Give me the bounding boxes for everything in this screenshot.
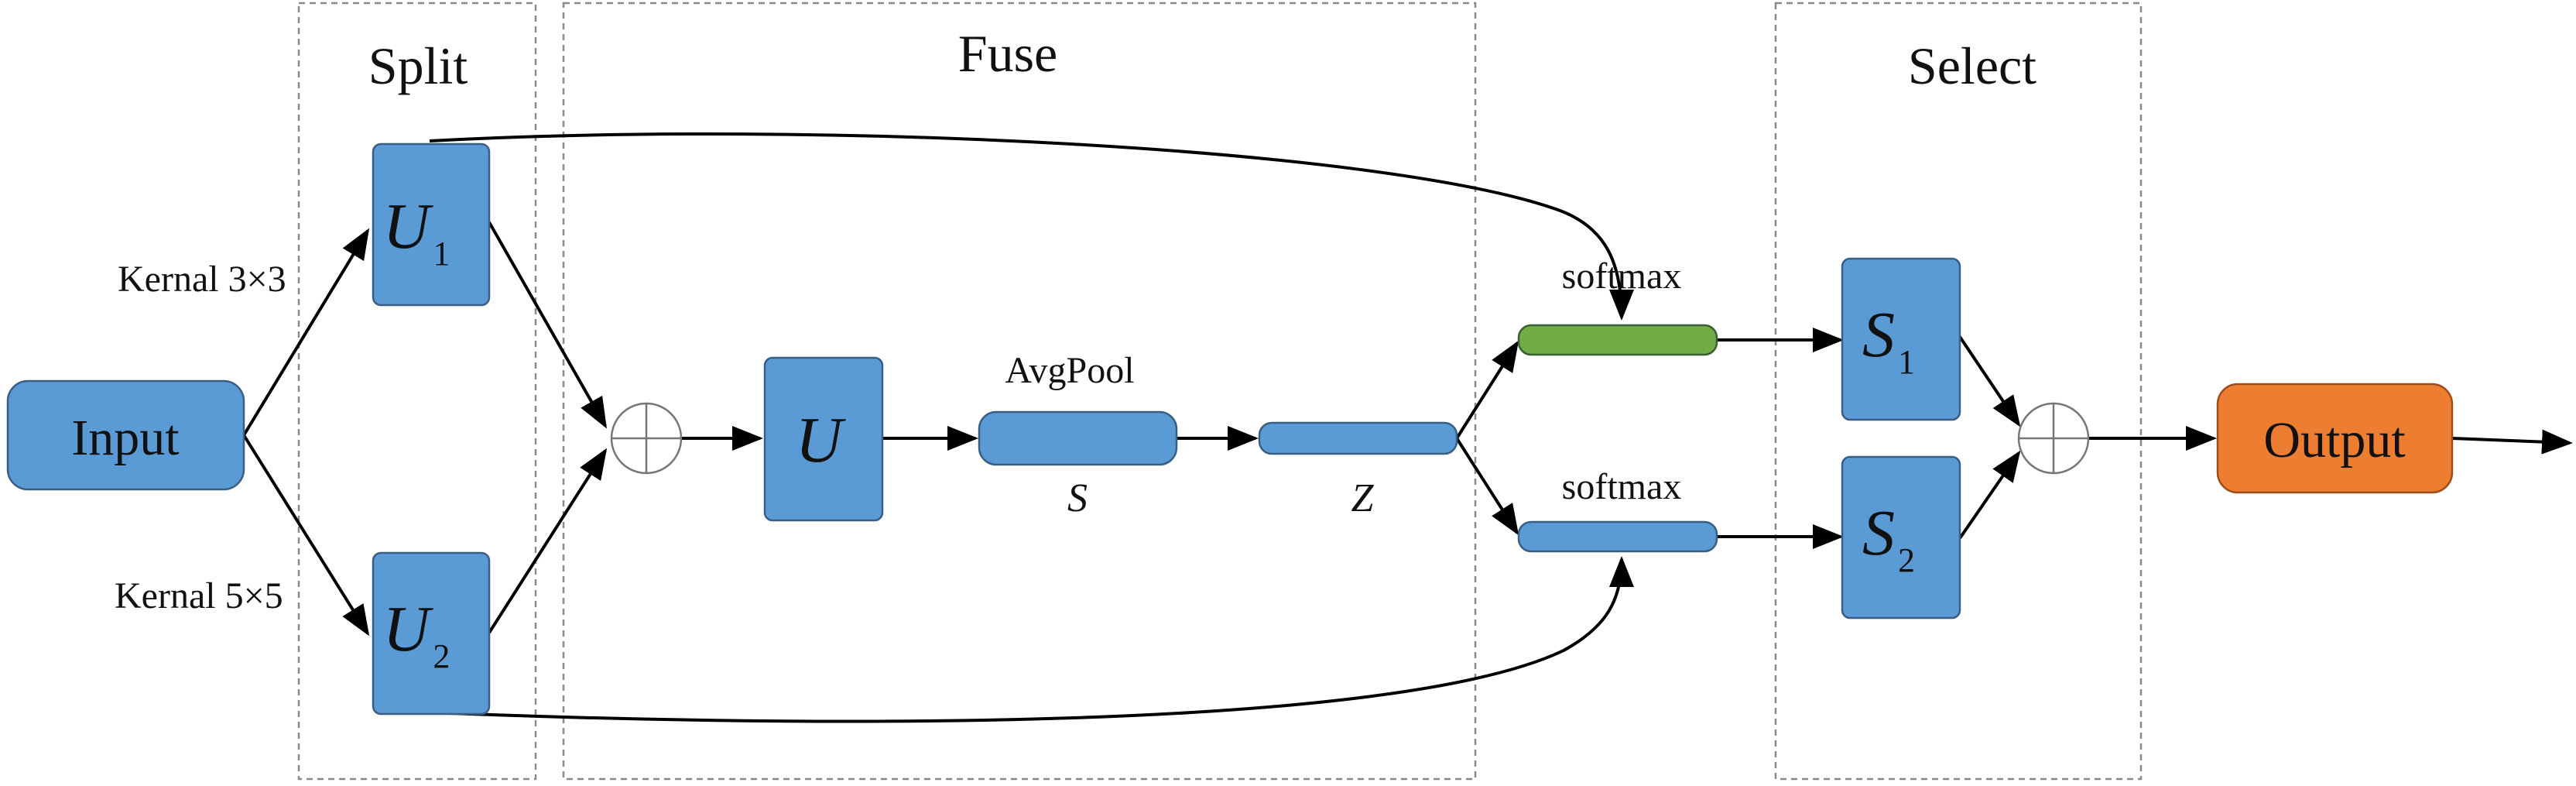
fuse-section-frame <box>562 2 1477 781</box>
u1-subscript: 1 <box>433 235 450 273</box>
softmax-top-vector <box>1517 324 1718 356</box>
u2-to-sum-arrow <box>488 448 608 634</box>
s1-to-sum-arrow <box>1958 335 2021 427</box>
s2-symbol: S <box>1862 497 1895 569</box>
softmax-top-label: softmax <box>1562 256 1682 297</box>
avgpool-label: AvgPool <box>1005 350 1134 391</box>
select-sum-icon <box>2017 402 2090 475</box>
split-section-title: Split <box>368 36 468 95</box>
output-label: Output <box>2263 412 2405 469</box>
u1-node: U1 <box>372 142 491 307</box>
input-label: Input <box>71 410 179 466</box>
split-section-frame <box>297 2 537 781</box>
s2-to-sum-arrow <box>1958 450 2021 540</box>
s2-subscript: 2 <box>1898 541 1915 579</box>
select-section-frame <box>1774 2 2143 781</box>
input-to-u2-arrow <box>242 434 370 637</box>
u2-subscript: 2 <box>433 637 450 675</box>
u2-node: U2 <box>372 551 491 716</box>
u1-to-softmax-top-curve <box>429 132 1634 321</box>
s2-node: S2 <box>1841 455 1961 620</box>
u1-symbol: U <box>383 190 434 263</box>
u-symbol: U <box>796 404 847 476</box>
z-to-softmax-bottom-arrow <box>1455 437 1519 536</box>
u-node: U <box>763 356 884 522</box>
s-vector-label: S <box>1067 476 1088 520</box>
z-vector-label: Z <box>1351 476 1375 520</box>
fuse-section-title: Fuse <box>958 24 1057 83</box>
s-vector-bar <box>978 410 1178 466</box>
z-to-softmax-top-arrow <box>1455 340 1519 440</box>
svg-text:U2: U2 <box>383 593 450 675</box>
elementwise-sum-icon <box>610 402 683 475</box>
z-vector-bar <box>1258 421 1458 455</box>
kernel-bottom-label: Kernal 5×5 <box>115 575 283 616</box>
s1-node: S1 <box>1841 257 1961 421</box>
softmax-bottom-vector <box>1517 520 1718 553</box>
input-to-u1-arrow <box>242 228 370 437</box>
u1-to-sum-arrow <box>488 221 607 429</box>
s1-subscript: 1 <box>1898 343 1915 381</box>
softmax-bottom-label: softmax <box>1562 466 1682 507</box>
svg-text:S2: S2 <box>1862 497 1915 579</box>
kernel-top-label: Kernal 3×3 <box>118 259 286 300</box>
output-node: Output <box>2216 383 2454 494</box>
svg-text:S1: S1 <box>1862 299 1915 381</box>
svg-text:U1: U1 <box>383 190 450 273</box>
output-out-arrow <box>2451 429 2573 455</box>
input-node: Input <box>6 379 245 491</box>
u2-to-softmax-bottom-curve <box>429 556 1634 723</box>
u2-symbol: U <box>383 593 434 665</box>
select-section-title: Select <box>1908 36 2036 95</box>
s1-symbol: S <box>1862 299 1895 371</box>
